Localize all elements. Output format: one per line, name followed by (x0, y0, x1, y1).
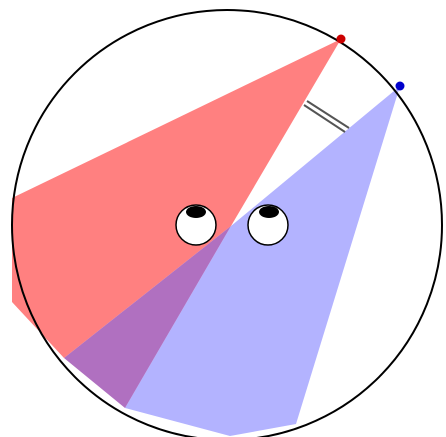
left-eye-pupil (186, 206, 206, 218)
blue-point-marker (396, 82, 405, 91)
red-point-marker (337, 35, 346, 44)
parallel-marks (304, 101, 349, 132)
right-eye (248, 205, 288, 245)
parallel-line-outer (307, 101, 349, 128)
left-eye (176, 205, 216, 245)
parallel-line-inner (304, 105, 345, 132)
right-eye-pupil (259, 206, 279, 218)
